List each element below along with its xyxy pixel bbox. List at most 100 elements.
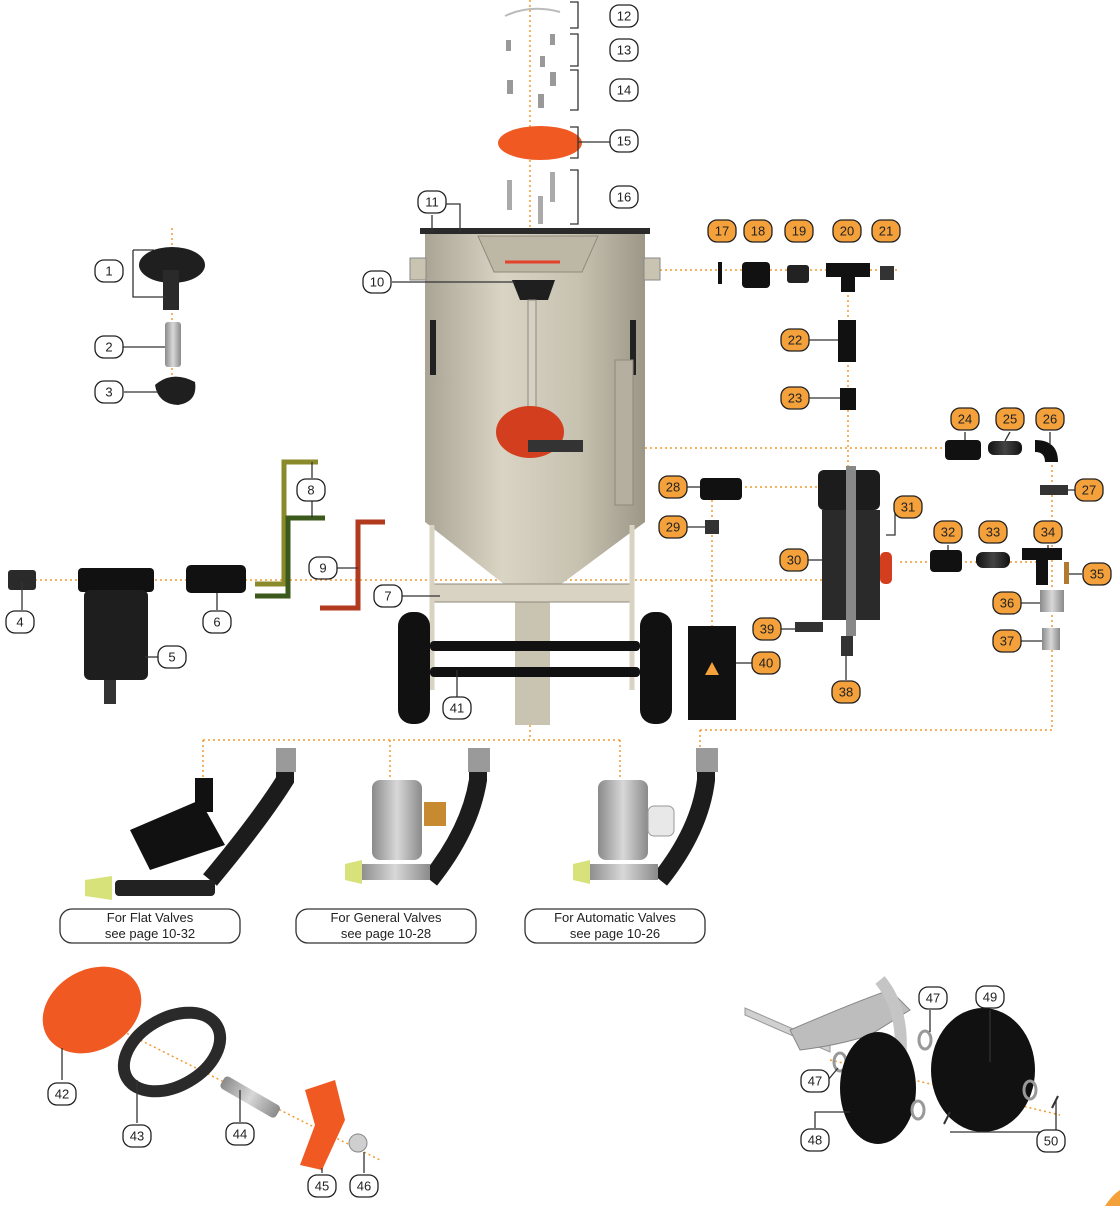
- metering-valve-assembly: [688, 466, 892, 720]
- part-label-19: 19: [784, 219, 814, 243]
- part-label-badge: [1082, 562, 1112, 586]
- part-label-badge: [609, 129, 639, 153]
- part-label-44: 44: [225, 1122, 255, 1146]
- part-label-badge: [94, 335, 124, 359]
- guide-lines: [30, 0, 1061, 1161]
- part-label-badge: [308, 556, 338, 580]
- part-label-number: 5: [168, 650, 175, 665]
- part-label-number: 34: [1041, 525, 1055, 540]
- part-label-37: 37: [992, 629, 1022, 653]
- part-label-3: 3: [94, 380, 124, 404]
- part-label-badge: [362, 270, 392, 294]
- top-hatch-parts: [498, 7, 582, 224]
- part-label-15: 15: [609, 129, 639, 153]
- part-label-number: 42: [55, 1087, 69, 1102]
- part-label-badge: [609, 38, 639, 62]
- part-label-badge: [893, 495, 923, 519]
- part-label-number: 23: [788, 391, 802, 406]
- part-label-number: 4: [16, 615, 23, 630]
- part-label-badge: [1074, 478, 1104, 502]
- part-label-badge: [609, 78, 639, 102]
- part-label-badge: [871, 219, 901, 243]
- part-label-badge: [658, 475, 688, 499]
- part-label-14: 14: [609, 78, 639, 102]
- part-label-number: 27: [1082, 483, 1096, 498]
- part-label-badge: [5, 610, 35, 634]
- part-label-badge: [442, 696, 472, 720]
- part-label-badge: [658, 515, 688, 539]
- part-label-number: 29: [666, 520, 680, 535]
- part-label-20: 20: [832, 219, 862, 243]
- part-label-number: 8: [307, 483, 314, 498]
- part-label-badge: [1033, 520, 1063, 544]
- part-label-badge: [373, 584, 403, 608]
- part-label-18: 18: [743, 219, 773, 243]
- bottom-left-parts: [42, 966, 368, 1170]
- gasket-orange-top: [498, 126, 582, 160]
- part-label-badge: [1035, 407, 1065, 431]
- part-label-number: 21: [879, 224, 893, 239]
- part-label-number: 35: [1090, 567, 1104, 582]
- part-label-number: 11: [425, 195, 439, 210]
- part-label-25: 25: [995, 407, 1025, 431]
- part-label-badge: [780, 386, 810, 410]
- part-label-number: 32: [941, 525, 955, 540]
- part-label-22: 22: [780, 328, 810, 352]
- valve-reference-note-flat: For Flat Valves see page 10-32: [59, 908, 241, 944]
- corner-accent: [1105, 1190, 1120, 1206]
- wheel-axle-parts: [744, 976, 1059, 1144]
- part-label-badge: [779, 548, 809, 572]
- part-label-badge: [933, 520, 963, 544]
- part-label-number: 10: [370, 275, 384, 290]
- valve-reference-note-automatic: For Automatic Valves see page 10-26: [524, 908, 706, 944]
- part-label-badge: [609, 4, 639, 28]
- part-label-number: 43: [130, 1129, 144, 1144]
- part-label-number: 37: [1000, 634, 1014, 649]
- blast-pot-tank: [398, 228, 672, 725]
- part-label-41: 41: [442, 696, 472, 720]
- part-label-badge: [225, 1122, 255, 1146]
- air-inlet-parts: [8, 459, 385, 704]
- part-label-number: 49: [983, 990, 997, 1005]
- part-label-badge: [950, 407, 980, 431]
- part-label-number: 13: [617, 43, 631, 58]
- part-label-42: 42: [47, 1082, 77, 1106]
- part-label-badge: [94, 380, 124, 404]
- part-label-4: 4: [5, 610, 35, 634]
- part-label-number: 48: [808, 1133, 822, 1148]
- part-label-27: 27: [1074, 478, 1104, 502]
- part-label-12: 12: [609, 4, 639, 28]
- part-label-26: 26: [1035, 407, 1065, 431]
- part-label-number: 46: [357, 1179, 371, 1194]
- part-label-40: 40: [751, 651, 781, 675]
- part-label-17: 17: [707, 219, 737, 243]
- part-label-11: 11: [417, 190, 447, 214]
- part-label-badge: [992, 629, 1022, 653]
- part-label-badge: [94, 259, 124, 283]
- part-label-number: 9: [319, 561, 326, 576]
- part-label-number: 19: [792, 224, 806, 239]
- part-label-10: 10: [362, 270, 392, 294]
- part-label-2: 2: [94, 335, 124, 359]
- part-label-45: 45: [307, 1174, 337, 1198]
- part-label-number: 18: [751, 224, 765, 239]
- part-label-badge: [609, 185, 639, 209]
- part-label-badge: [831, 680, 861, 704]
- part-label-badge: [975, 985, 1005, 1009]
- part-label-number: 7: [384, 589, 391, 604]
- part-label-number: 16: [617, 190, 631, 205]
- part-label-badge: [784, 219, 814, 243]
- part-label-5: 5: [157, 645, 187, 669]
- part-label-number: 28: [666, 480, 680, 495]
- part-label-number: 25: [1003, 412, 1017, 427]
- note-line-1: For Automatic Valves: [554, 910, 676, 925]
- part-label-badge: [780, 328, 810, 352]
- part-label-badge: [307, 1174, 337, 1198]
- part-label-number: 33: [986, 525, 1000, 540]
- part-label-50: 50: [1036, 1129, 1066, 1153]
- part-label-number: 39: [760, 622, 774, 637]
- part-label-6: 6: [202, 610, 232, 634]
- part-label-43: 43: [122, 1124, 152, 1148]
- part-label-8: 8: [296, 478, 326, 502]
